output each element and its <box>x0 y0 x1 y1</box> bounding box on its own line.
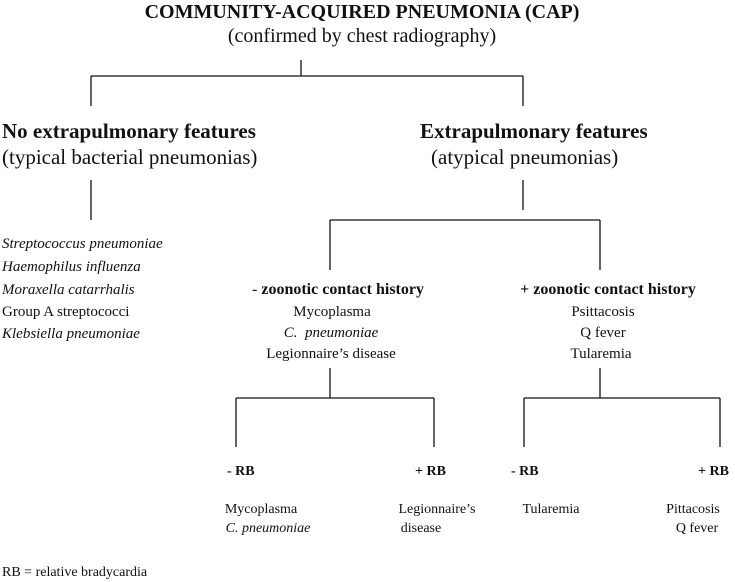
rb-negative-label: - RB <box>227 464 255 479</box>
right-branch-subheading: (atypical pneumonias) <box>431 145 619 169</box>
pos-zoonotic-heading: + zoonotic contact history <box>520 281 696 298</box>
left-branch-subheading: (typical bacterial pneumonias) <box>2 145 258 169</box>
right-branch-heading: Extrapulmonary features <box>420 119 648 143</box>
diagram-title: COMMUNITY-ACQUIRED PNEUMONIA (CAP) <box>144 1 580 23</box>
neg-zoonotic-label: zoonotic contact history <box>261 281 424 298</box>
rb-positive-label: + RB <box>698 464 729 479</box>
rb-leaf-item: Pittacosis <box>666 502 720 517</box>
organism-item: Group A streptococci <box>2 304 130 320</box>
pos-zoonotic-item: Psittacosis <box>571 304 635 320</box>
organism-item: Streptococcus pneumoniae <box>2 236 163 252</box>
neg-zoonotic-item: Legionnaire’s disease <box>266 346 396 362</box>
rb-negative-label: - RB <box>511 464 539 479</box>
diagram-subtitle: (confirmed by chest radiography) <box>227 25 497 47</box>
rb-leaf-item: Tularemia <box>522 502 580 517</box>
left-branch-heading: No extrapulmonary features <box>2 119 256 143</box>
rb-leaf-item: Mycoplasma <box>224 502 298 517</box>
pos-zoonotic-item: Q fever <box>580 325 626 341</box>
neg-zoonotic-heading: - zoonotic contact history <box>252 282 424 298</box>
neg-zoonotic-item: C. pneumoniae <box>283 325 379 341</box>
rb-leaf-item: disease <box>400 521 442 536</box>
rb-leaf-item: Legionnaire’s <box>398 502 476 517</box>
neg-zoonotic-prefix: - <box>252 281 262 298</box>
rb-positive-label: + RB <box>415 464 446 479</box>
neg-zoonotic-item: Mycoplasma <box>293 304 371 320</box>
organism-item: Moraxella catarrhalis <box>2 282 135 298</box>
organism-item: Haemophilus influenza <box>2 259 141 275</box>
pos-zoonotic-item: Tularemia <box>570 346 632 362</box>
footnote: RB = relative bradycardia <box>2 565 148 580</box>
rb-leaf-item: Q fever <box>675 521 719 536</box>
rb-leaf-item: C. pneumoniae <box>225 521 311 536</box>
organism-item: Klebsiella pneumoniae <box>2 326 140 342</box>
